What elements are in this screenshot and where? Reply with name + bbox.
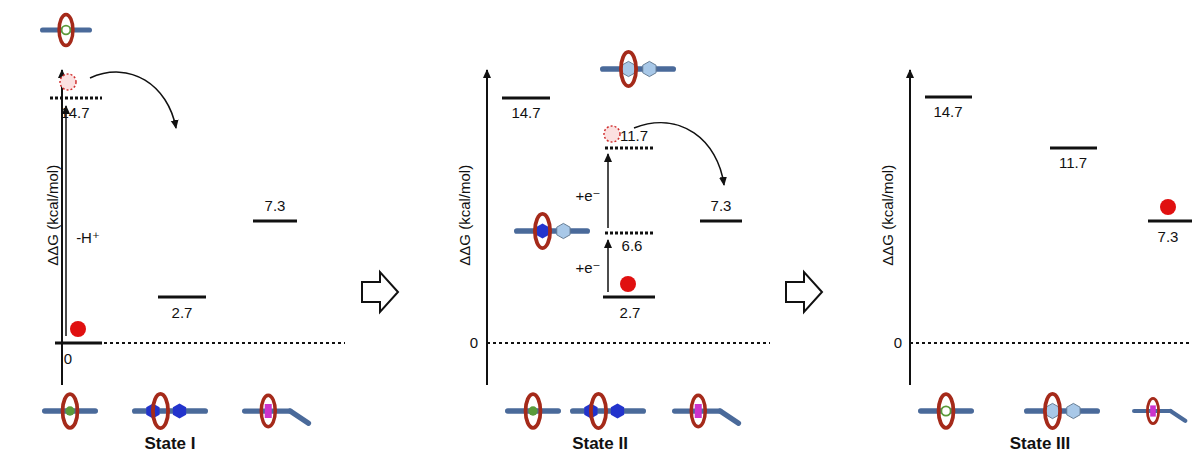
panel-one [40, 14, 345, 428]
step-label: +e⁻ [575, 260, 600, 277]
energy-value: 14.7 [511, 105, 540, 122]
energy-value: 11.7 [1059, 155, 1087, 172]
energy-value: 0 [894, 335, 902, 352]
energy-value: 7.3 [1158, 229, 1179, 246]
axis-title: ΔΔG (kcal/mol) [457, 165, 474, 266]
state-title: State I [144, 435, 195, 454]
step-label: +e⁻ [575, 188, 600, 205]
energy-value: 0 [470, 335, 478, 352]
state-title: State III [1010, 435, 1070, 454]
energy-value: 0 [64, 351, 72, 368]
axis-title: ΔΔG (kcal/mol) [880, 165, 897, 266]
axis-title: ΔΔG (kcal/mol) [45, 165, 62, 266]
energy-value: 6.6 [622, 238, 643, 255]
energy-value: 2.7 [172, 305, 193, 322]
energy-value: 7.3 [265, 198, 286, 215]
energy-value: 2.7 [620, 305, 641, 322]
energy-value: 7.3 [711, 198, 732, 215]
state-title: State II [572, 435, 628, 454]
panel-three [910, 70, 1192, 428]
energy-value: 14.7 [60, 105, 89, 122]
step-arrow [362, 272, 398, 312]
energy-value: 11.7 [620, 128, 648, 145]
step-arrow [786, 272, 822, 312]
panel-two [487, 52, 770, 428]
step-label: -H⁺ [76, 230, 100, 247]
energy-value: 14.7 [933, 104, 962, 121]
